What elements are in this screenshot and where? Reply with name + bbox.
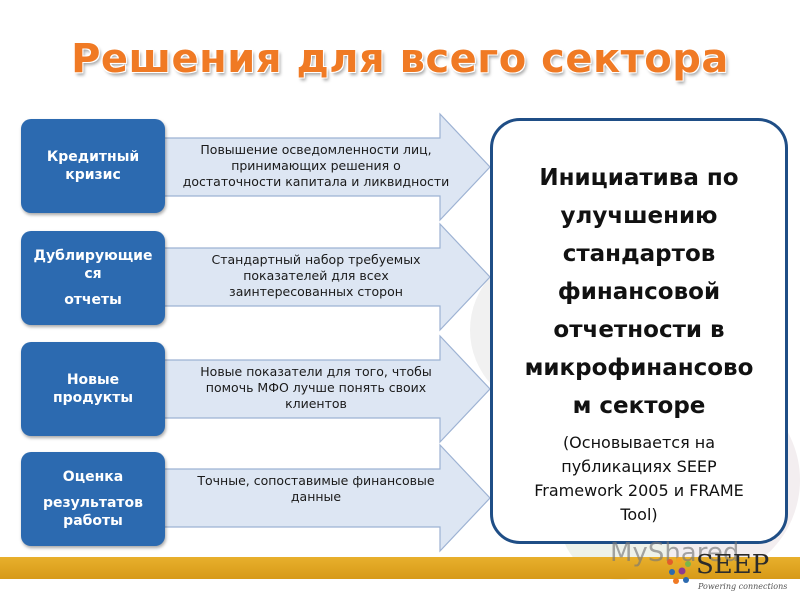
logo-tagline: Powering connections xyxy=(698,582,788,591)
arrow-text-line: заинтересованных сторон xyxy=(229,284,403,299)
initiative-title: Инициатива по улучшению стандартов финан… xyxy=(503,159,775,425)
arrow-text-line: Новые показатели для того, чтобы xyxy=(200,364,432,379)
initiative-title-line: Инициатива по xyxy=(539,165,739,191)
arrow-duplicate-reports: Стандартный набор требуемых показателей … xyxy=(152,222,492,332)
arrow-shape xyxy=(152,222,491,332)
arrow-text-line: принимающих решения о xyxy=(231,158,401,173)
label-box-duplicate-reports: Дублирующие ся отчеты xyxy=(21,231,165,325)
initiative-title-line: микрофинансово xyxy=(524,355,754,381)
initiative-subtitle: (Основывается на публикациях SEEP Framew… xyxy=(503,431,775,527)
initiative-box: Инициатива по улучшению стандартов финан… xyxy=(490,118,788,544)
label-line: Кредитный xyxy=(46,149,140,165)
label-line: Новые xyxy=(66,372,120,388)
arrow-text-line: помочь МФО лучше понять своих xyxy=(205,380,427,395)
label-line: продукты xyxy=(52,390,134,406)
initiative-title-line: отчетности в xyxy=(553,317,725,343)
initiative-title-line: стандартов xyxy=(562,241,716,267)
arrow-credit-crisis: Повышение осведомленности лиц, принимающ… xyxy=(152,112,492,222)
label-line: Оценка xyxy=(62,469,124,485)
arrow-text: Повышение осведомленности лиц, принимающ… xyxy=(166,142,466,190)
arrow-text: Точные, сопоставимые финансовые данные xyxy=(166,473,466,505)
page-title: Решения для всего сектора xyxy=(71,36,729,82)
label-line: работы xyxy=(63,513,123,529)
label-line: результатов xyxy=(42,495,144,511)
arrow-new-products: Новые показатели для того, чтобы помочь … xyxy=(152,334,492,444)
arrow-text-line: Повышение осведомленности лиц, xyxy=(200,142,432,157)
seep-logo: SEEP Powering connections xyxy=(664,550,794,596)
arrow-text-line: клиентов xyxy=(285,396,347,411)
arrow-text: Новые показатели для того, чтобы помочь … xyxy=(166,364,466,412)
arrow-shape xyxy=(152,112,491,222)
seep-logo-dots-icon xyxy=(667,557,691,584)
arrow-shape xyxy=(152,443,491,553)
initiative-title-line: финансовой xyxy=(557,279,721,305)
initiative-title-line: м секторе xyxy=(572,393,706,419)
label-box-new-products: Новые продукты xyxy=(21,342,165,436)
arrow-text-line: достаточности капитала и ликвидности xyxy=(182,174,450,189)
logo-word: SEEP xyxy=(696,550,770,580)
arrow-text-line: данные xyxy=(290,489,342,504)
arrow-text-line: показателей для всех xyxy=(243,268,389,283)
initiative-subtitle-line: (Основывается на xyxy=(562,433,716,452)
label-line: Дублирующие xyxy=(33,248,153,264)
arrow-text-line: Точные, сопоставимые финансовые xyxy=(197,473,435,488)
arrow-text-line: Стандартный набор требуемых xyxy=(211,252,421,267)
arrow-shape xyxy=(152,334,491,444)
label-line: ся xyxy=(84,266,102,282)
label-box-credit-crisis: Кредитный кризис xyxy=(21,119,165,213)
bottom-bar xyxy=(0,557,800,579)
initiative-subtitle-line: Tool) xyxy=(620,505,658,524)
initiative-subtitle-line: Framework 2005 и FRAME xyxy=(534,481,744,500)
arrow-text: Стандартный набор требуемых показателей … xyxy=(166,252,466,300)
arrow-performance-evaluation: Точные, сопоставимые финансовые данные xyxy=(152,443,492,553)
label-line: кризис xyxy=(65,167,121,183)
label-box-performance-evaluation: Оценка результатов работы xyxy=(21,452,165,546)
initiative-subtitle-line: публикациях SEEP xyxy=(561,457,717,476)
label-line: отчеты xyxy=(64,292,122,308)
initiative-title-line: улучшению xyxy=(560,203,718,229)
watermark: MyShared xyxy=(610,538,740,568)
